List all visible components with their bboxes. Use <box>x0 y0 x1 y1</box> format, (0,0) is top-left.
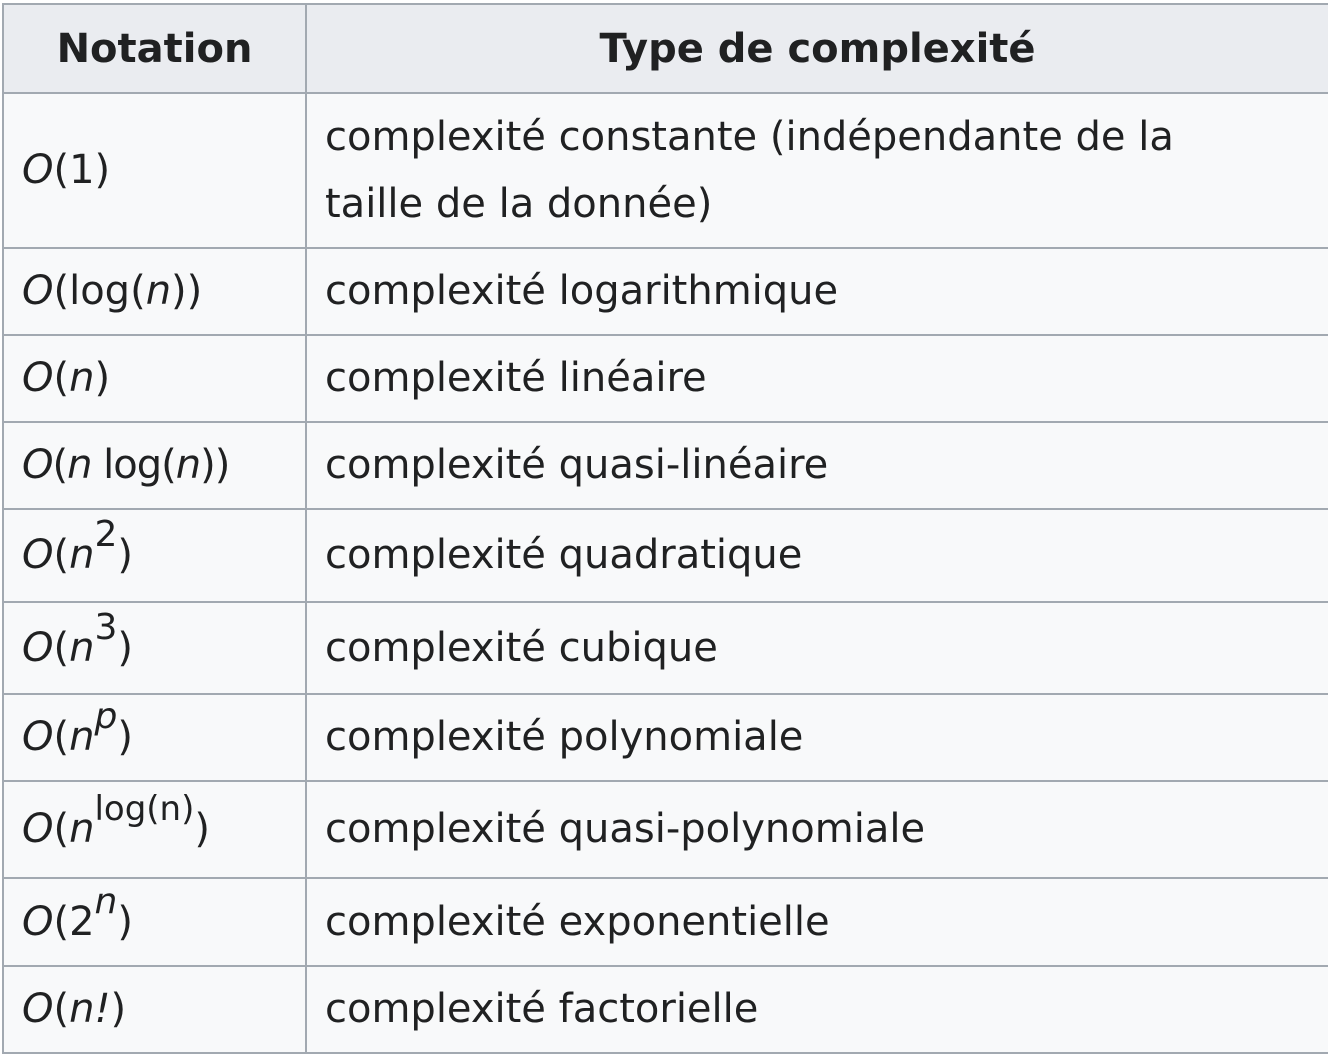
table-row: O(1) complexité constante (indépendante … <box>2 92 1328 249</box>
table-row: O(n) complexité linéaire <box>2 334 1328 423</box>
header-row: Notation Type de complexité <box>2 3 1328 94</box>
description-cell: complexité factorielle <box>305 965 1328 1054</box>
description-cell: complexité constante (indépendante de la… <box>305 92 1328 249</box>
notation-cell: O(n2) <box>2 508 307 603</box>
table-row: O(np) complexité polynomiale <box>2 693 1328 782</box>
header-notation: Notation <box>2 3 307 94</box>
notation-cell: O(2n) <box>2 877 307 967</box>
notation-cell: O(n3) <box>2 601 307 695</box>
notation-cell: O(1) <box>2 92 307 249</box>
notation-cell: O(nlog(n)) <box>2 780 307 879</box>
notation-cell: O(log(n)) <box>2 247 307 336</box>
complexity-table: Notation Type de complexité O(1) complex… <box>2 3 1328 1054</box>
table-row: O(n2) complexité quadratique <box>2 508 1328 603</box>
table-row: O(nlog(n)) complexité quasi-polynomiale <box>2 780 1328 879</box>
description-cell: complexité exponentielle <box>305 877 1328 967</box>
description-cell: complexité quadratique <box>305 508 1328 603</box>
description-cell: complexité cubique <box>305 601 1328 695</box>
header-complexity-type: Type de complexité <box>305 3 1328 94</box>
table-row: O(n log(n)) complexité quasi-linéaire <box>2 421 1328 510</box>
description-cell: complexité linéaire <box>305 334 1328 423</box>
description-cell: complexité quasi-linéaire <box>305 421 1328 510</box>
table-row: O(log(n)) complexité logarithmique <box>2 247 1328 336</box>
description-cell: complexité polynomiale <box>305 693 1328 782</box>
table-row: O(n3) complexité cubique <box>2 601 1328 695</box>
table-row: O(n!) complexité factorielle <box>2 965 1328 1054</box>
notation-cell: O(n log(n)) <box>2 421 307 510</box>
table-row: O(2n) complexité exponentielle <box>2 877 1328 967</box>
description-cell: complexité quasi-polynomiale <box>305 780 1328 879</box>
notation-cell: O(n!) <box>2 965 307 1054</box>
notation-cell: O(n) <box>2 334 307 423</box>
notation-cell: O(np) <box>2 693 307 782</box>
description-cell: complexité logarithmique <box>305 247 1328 336</box>
